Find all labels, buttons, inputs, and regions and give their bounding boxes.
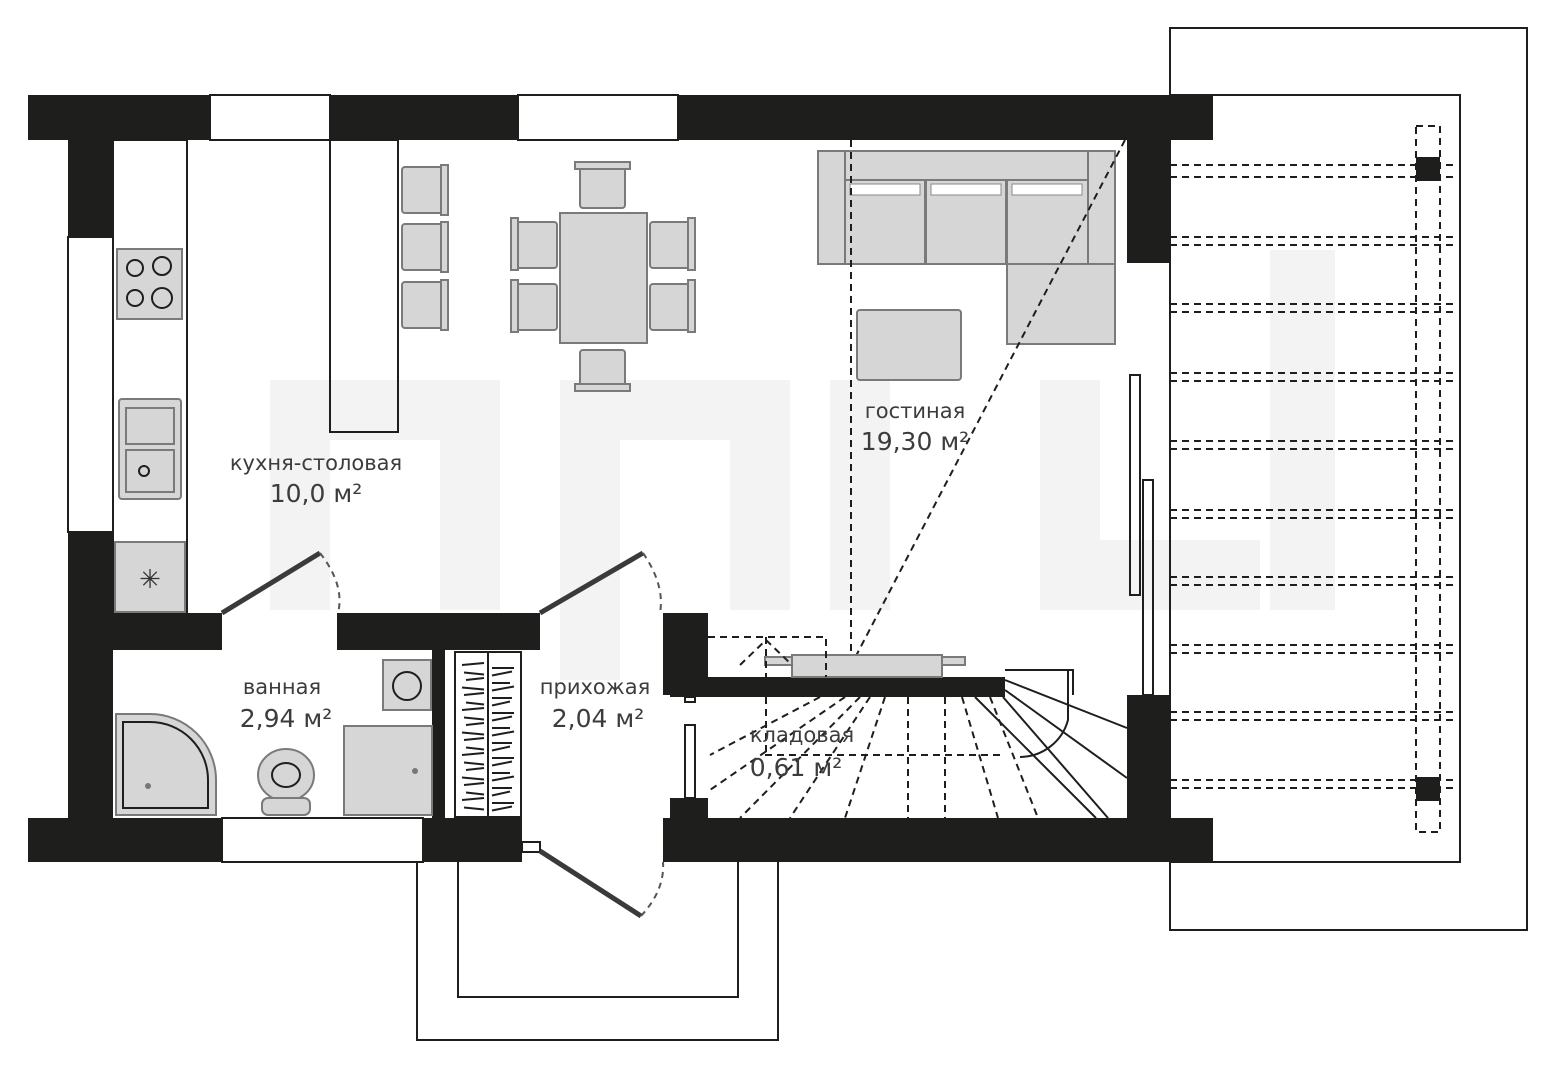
hanger: [461, 662, 485, 666]
hanger: [463, 716, 485, 721]
stair-step: [1002, 696, 1109, 819]
hanger: [461, 752, 485, 756]
hanger: [461, 776, 485, 781]
hanger: [463, 761, 485, 766]
hanger: [463, 782, 485, 786]
room-name-hallway: прихожая: [540, 675, 650, 699]
hanger: [465, 677, 485, 681]
stair-step: [974, 696, 1097, 819]
hanger: [463, 806, 485, 811]
hanger: [465, 791, 485, 796]
terrace-right: [1169, 27, 1528, 931]
hanger: [461, 707, 485, 711]
fridge-icon: ✳: [139, 564, 161, 594]
stair-step: [844, 696, 886, 819]
room-name-bathroom: ванная: [243, 675, 321, 699]
staircase: [708, 636, 1128, 819]
hanger: [491, 790, 511, 797]
room-name-kitchen: кухня-столовая: [230, 451, 402, 475]
bathroom-furniture: [115, 659, 433, 816]
hanger: [461, 731, 485, 736]
stair-step: [789, 696, 871, 819]
stair-step: [709, 696, 821, 756]
kitchen-furniture: ✳: [112, 139, 696, 614]
walls: [28, 95, 1213, 862]
stair-step: [709, 696, 846, 791]
stair-step: [989, 696, 1039, 819]
hanger: [465, 767, 485, 771]
room-labels: кухня-столовая 10,0 м² гостиная 19,30 м²…: [230, 399, 969, 782]
hanger: [461, 797, 485, 801]
hanger: [491, 730, 515, 737]
room-name-storage: кладовая: [750, 723, 854, 747]
hanger: [491, 685, 515, 692]
hanger: [491, 760, 513, 767]
hanger: [491, 670, 513, 677]
hanger: [463, 737, 485, 741]
room-area-bathroom: 2,94 м²: [240, 704, 333, 733]
hanger: [491, 745, 511, 752]
stair-step: [739, 696, 861, 819]
hanger: [465, 701, 485, 706]
porch: [416, 862, 779, 1041]
hanger: [491, 805, 513, 812]
wardrobe: [454, 651, 522, 818]
living-furniture: [764, 139, 1126, 678]
hanger: [463, 692, 485, 696]
room-area-living: 19,30 м²: [861, 427, 969, 456]
stair-step: [961, 696, 999, 819]
room-area-storage: 0,61 м²: [750, 753, 843, 782]
room-name-living: гостиная: [865, 399, 966, 423]
room-area-hallway: 2,04 м²: [552, 704, 645, 733]
hanger: [491, 700, 511, 707]
watermark-logo: [270, 250, 1335, 680]
room-area-kitchen: 10,0 м²: [270, 479, 363, 508]
hanger: [465, 722, 485, 726]
doors: [220, 550, 665, 919]
hanger: [463, 671, 485, 676]
hanger: [465, 746, 485, 751]
hanger: [491, 715, 513, 722]
stair-step: [1004, 689, 1128, 779]
hanger: [461, 686, 485, 691]
hanger: [491, 775, 515, 782]
stair-step: [1004, 679, 1128, 729]
